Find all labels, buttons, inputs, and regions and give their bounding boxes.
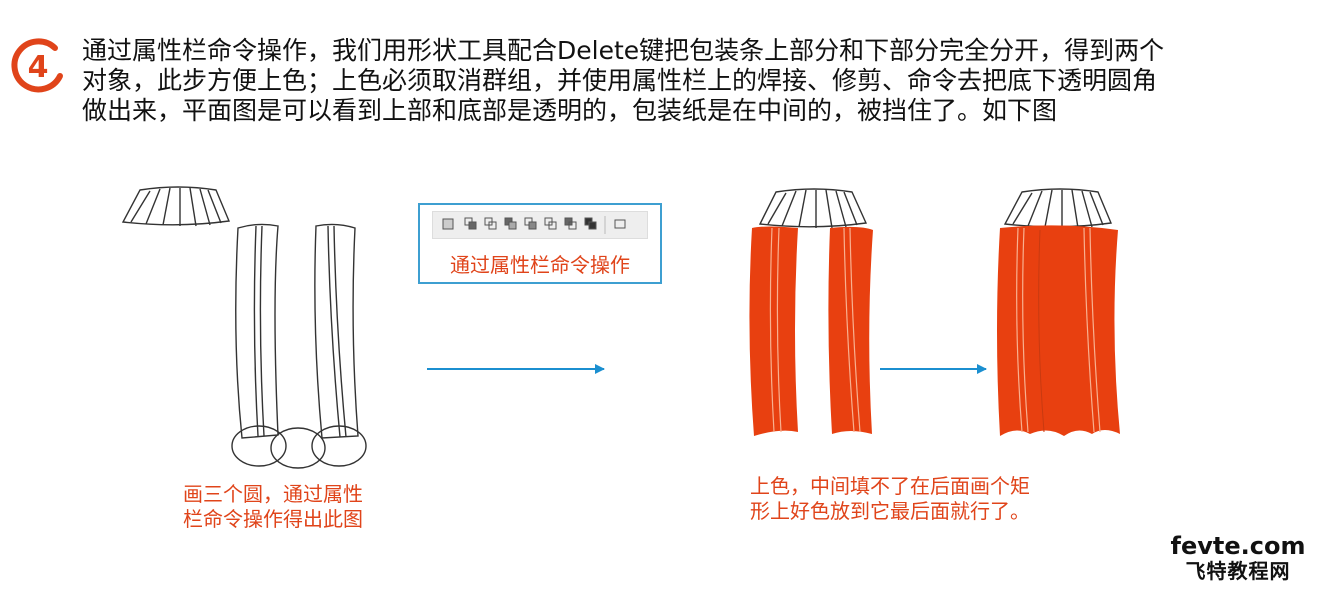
weld-trim-icons <box>442 216 626 234</box>
instruction-line: 做出来，平面图是可以看到上部和底部是透明的，包装纸是在中间的，被挡住了。如下图 <box>82 96 1058 125</box>
instruction-line: 通过属性栏命令操作，我们用形状工具配合Delete键把包装条上部分和下部分完全分… <box>82 36 1165 65</box>
caption-line: 画三个圆，通过属性 <box>183 482 363 506</box>
left-strips-outline <box>235 223 359 439</box>
site-watermark: fevte.com 飞特教程网 <box>1160 533 1316 583</box>
caption-right: 上色，中间填不了在后面画个矩 形上好色放到它最后面就行了。 <box>750 474 1030 524</box>
right1-red-strips <box>749 226 873 436</box>
watermark-name: 飞特教程网 <box>1185 559 1291 583</box>
caption-left: 画三个圆，通过属性 栏命令操作得出此图 <box>183 482 363 532</box>
toolbar-icons <box>442 216 626 234</box>
right2-cap <box>1003 188 1112 229</box>
property-toolbar <box>432 211 648 239</box>
left-cap-outline <box>121 186 230 227</box>
toolbar-callout-label: 通过属性栏命令操作 <box>450 253 630 277</box>
caption-line: 上色，中间填不了在后面画个矩 <box>750 474 1030 498</box>
step-number: 4 <box>28 50 49 85</box>
right2-red-body <box>997 225 1120 436</box>
instruction-line: 对象，此步方便上色；上色必须取消群组，并使用属性栏上的焊接、修剪、命令去把底下透… <box>82 66 1158 95</box>
toolbar-callout: 通过属性栏命令操作 <box>418 203 662 284</box>
right1-cap <box>758 188 868 229</box>
step-number-badge: 4 <box>11 38 63 93</box>
caption-line: 栏命令操作得出此图 <box>183 507 363 531</box>
caption-line: 形上好色放到它最后面就行了。 <box>750 499 1030 523</box>
left-three-circles <box>231 425 367 469</box>
watermark-domain: fevte.com <box>1170 532 1306 560</box>
instruction-paragraph: 通过属性栏命令操作，我们用形状工具配合Delete键把包装条上部分和下部分完全分… <box>82 36 1312 126</box>
